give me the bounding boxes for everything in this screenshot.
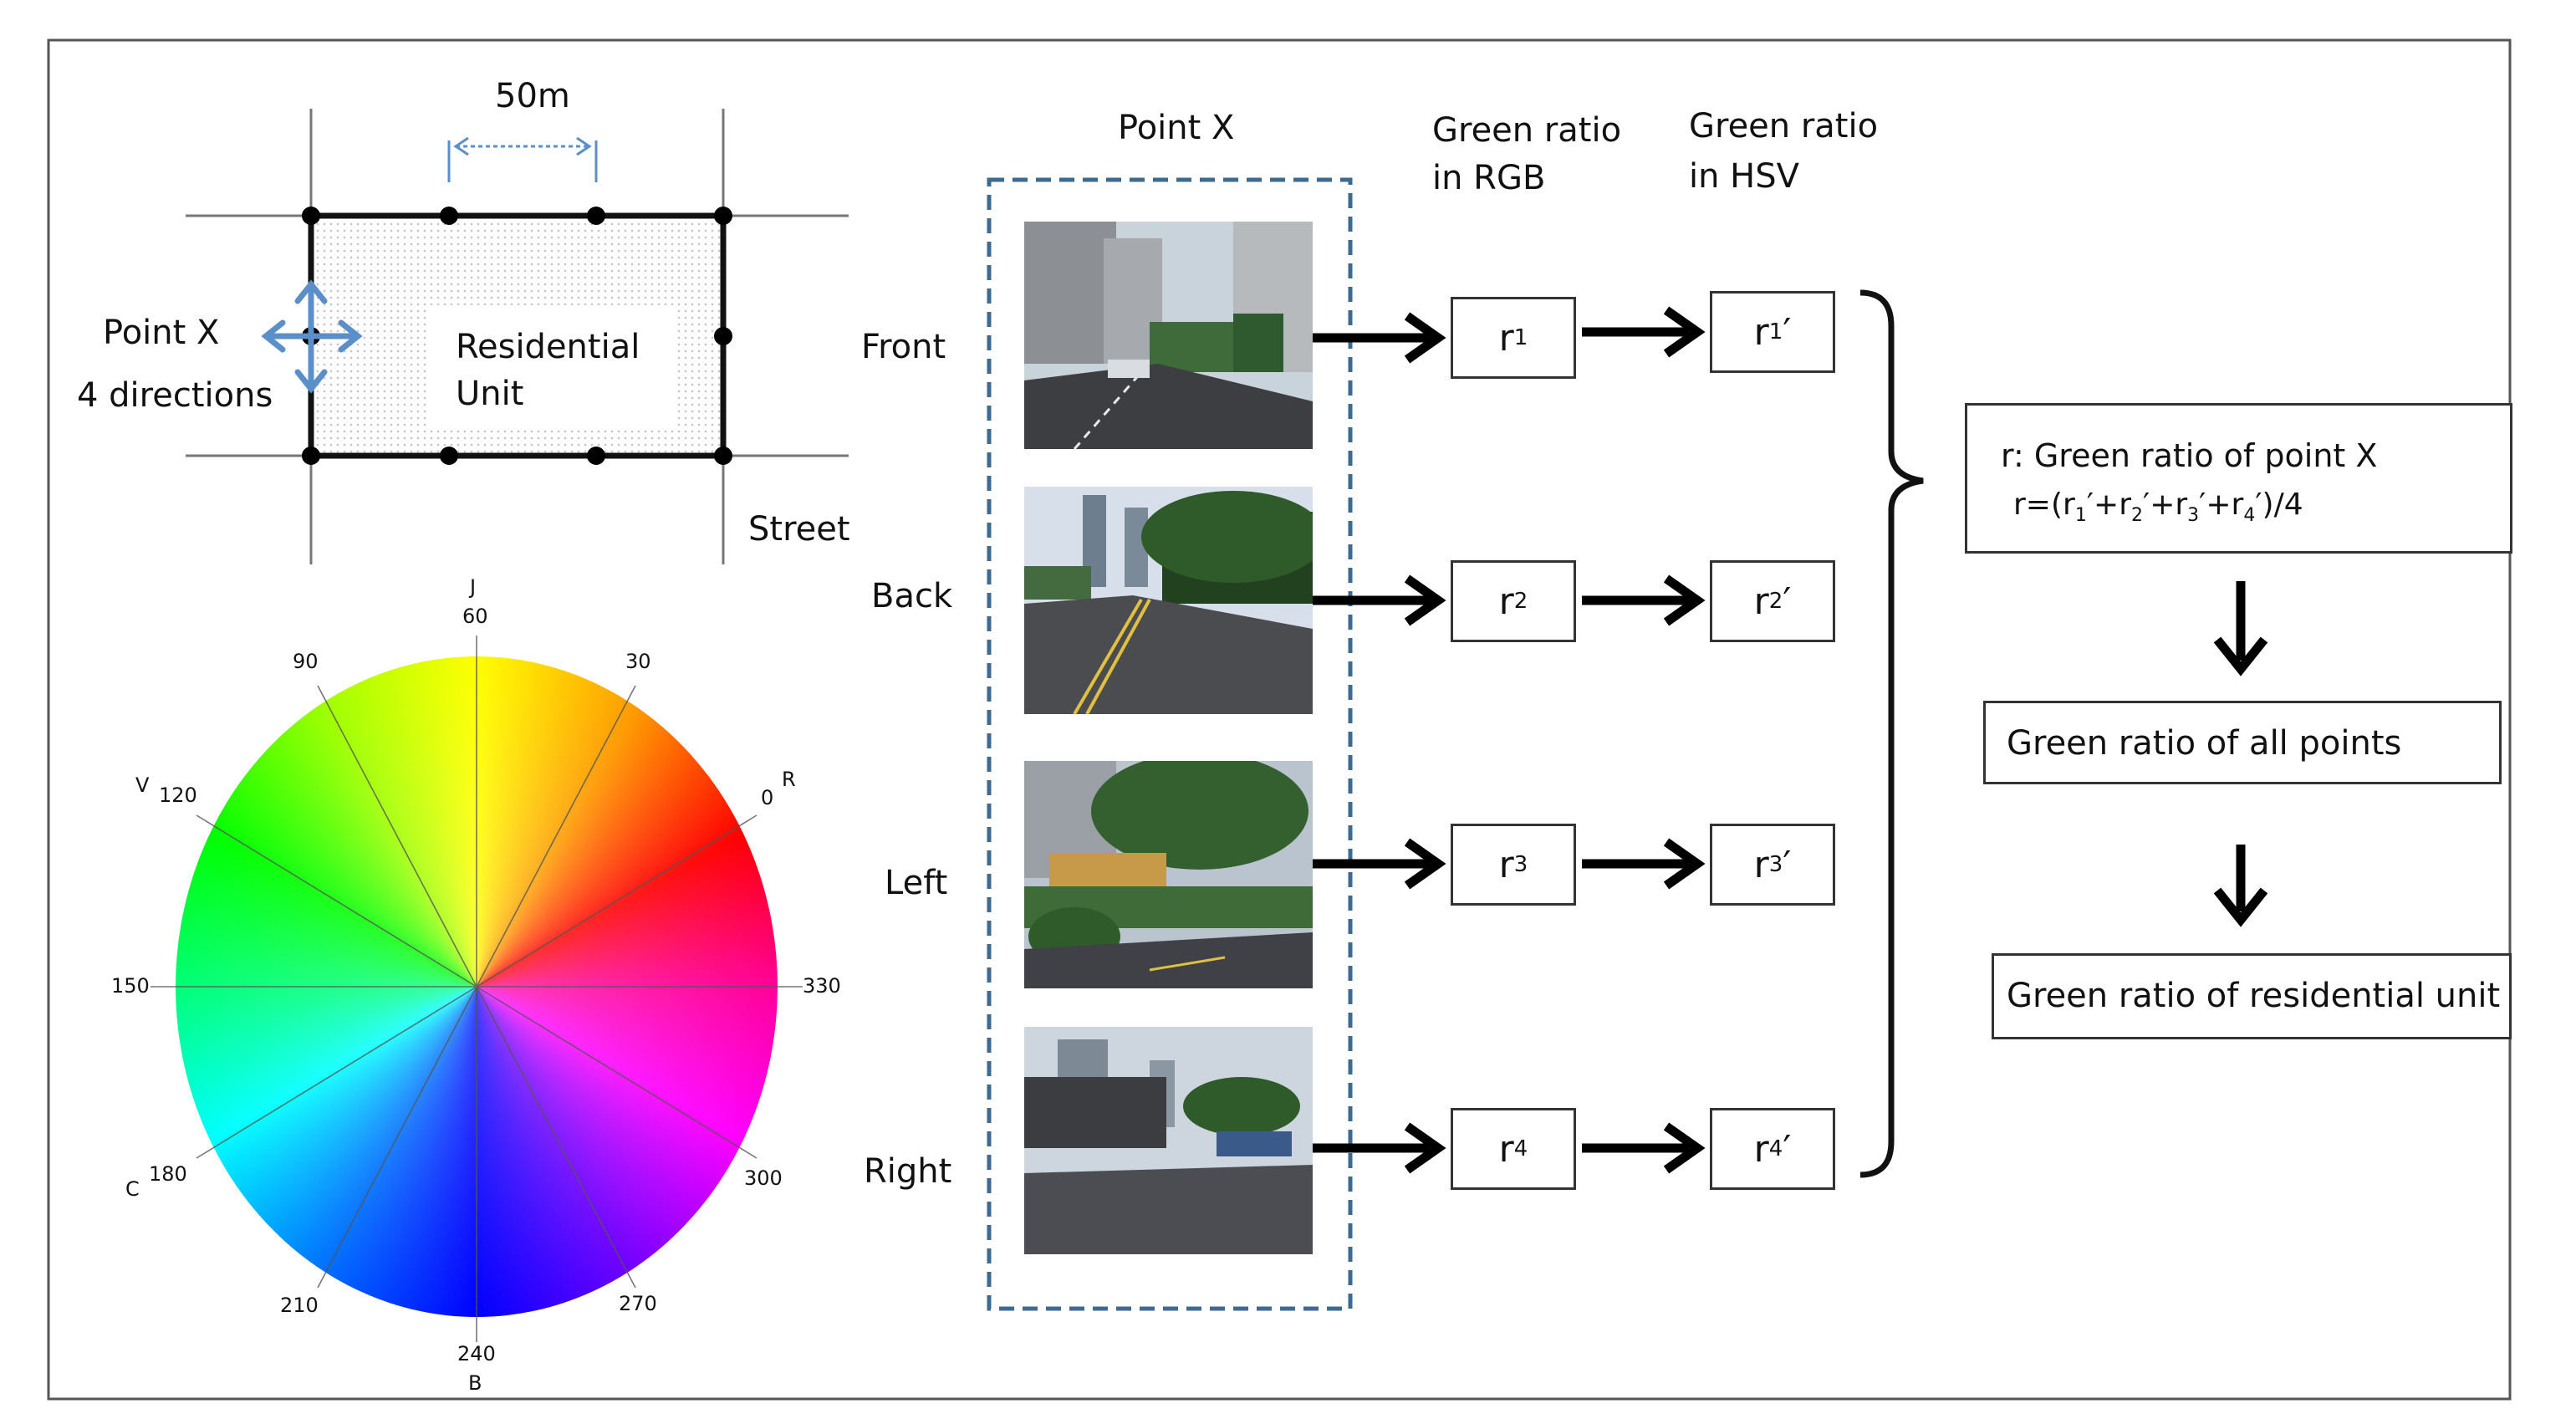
- scale-label: 50m: [495, 77, 570, 115]
- letter-label-r: R: [782, 768, 796, 791]
- hue-label-90: 90: [293, 650, 319, 673]
- hsv-header-line-1: Green ratio: [1689, 107, 1879, 145]
- point-x-label: Point X: [103, 314, 220, 352]
- direction-label-back: Back: [871, 577, 953, 615]
- block-schematic: [186, 109, 849, 564]
- direction-label-left: Left: [885, 864, 948, 902]
- street-photo-front: [1024, 222, 1313, 449]
- residential-unit-box: Green ratio of residential unit: [1992, 953, 2512, 1039]
- street-photo-back: [1024, 487, 1313, 714]
- street-label: Street: [748, 510, 850, 549]
- four-direction-arrows: [261, 279, 363, 394]
- hsv-color-wheel: [150, 635, 803, 1342]
- hue-label-240: 240: [457, 1342, 496, 1365]
- point-ratio-box: r: Green ratio of point X r=(r1′+r2′+r3′…: [1965, 403, 2512, 554]
- residential-unit-ratio-label: Green ratio of residential unit: [2007, 977, 2501, 1015]
- hue-label-180: 180: [149, 1162, 187, 1186]
- street-photo-right: [1024, 1027, 1313, 1254]
- flow-arrows: [1313, 306, 2268, 1174]
- photo-column-frame: [987, 177, 1353, 1311]
- letter-label-j: J: [470, 575, 477, 599]
- residential-unit-label-1: Residential: [456, 328, 640, 366]
- hue-spokes: [150, 635, 803, 1342]
- hue-label-0: 0: [761, 786, 774, 809]
- grouping-brace: [1859, 289, 1924, 1178]
- all-points-label: Green ratio of all points: [2007, 724, 2402, 763]
- hue-label-210: 210: [280, 1294, 319, 1317]
- direction-label-front: Front: [861, 328, 946, 366]
- hue-label-30: 30: [625, 650, 651, 673]
- street-photo-left: [1024, 761, 1313, 988]
- hue-label-150: 150: [111, 974, 150, 998]
- point-ratio-formula: r=(r1′+r2′+r3′+r4′)/4: [2013, 487, 2303, 527]
- scale-dimension: [447, 136, 598, 182]
- all-points-box: Green ratio of all points: [1983, 701, 2502, 784]
- hue-label-60: 60: [462, 605, 488, 628]
- hue-label-120: 120: [159, 784, 197, 807]
- hue-label-300: 300: [744, 1166, 783, 1190]
- photo-column-title: Point X: [1118, 109, 1235, 147]
- directions-label: 4 directions: [77, 376, 273, 415]
- rgb-header-line-2: in RGB: [1432, 159, 1546, 197]
- residential-unit-label-2: Unit: [456, 375, 524, 413]
- rgb-header-line-1: Green ratio: [1432, 111, 1622, 150]
- direction-label-right: Right: [864, 1152, 952, 1191]
- letter-label-v: V: [135, 773, 150, 797]
- letter-label-c: C: [125, 1177, 140, 1201]
- hsv-header-line-2: in HSV: [1689, 157, 1800, 196]
- letter-label-b: B: [468, 1371, 482, 1395]
- point-ratio-title: r: Green ratio of point X: [2001, 437, 2378, 474]
- figure-frame: [47, 38, 2512, 1401]
- hue-label-270: 270: [619, 1292, 657, 1315]
- hue-label-330: 330: [803, 974, 841, 998]
